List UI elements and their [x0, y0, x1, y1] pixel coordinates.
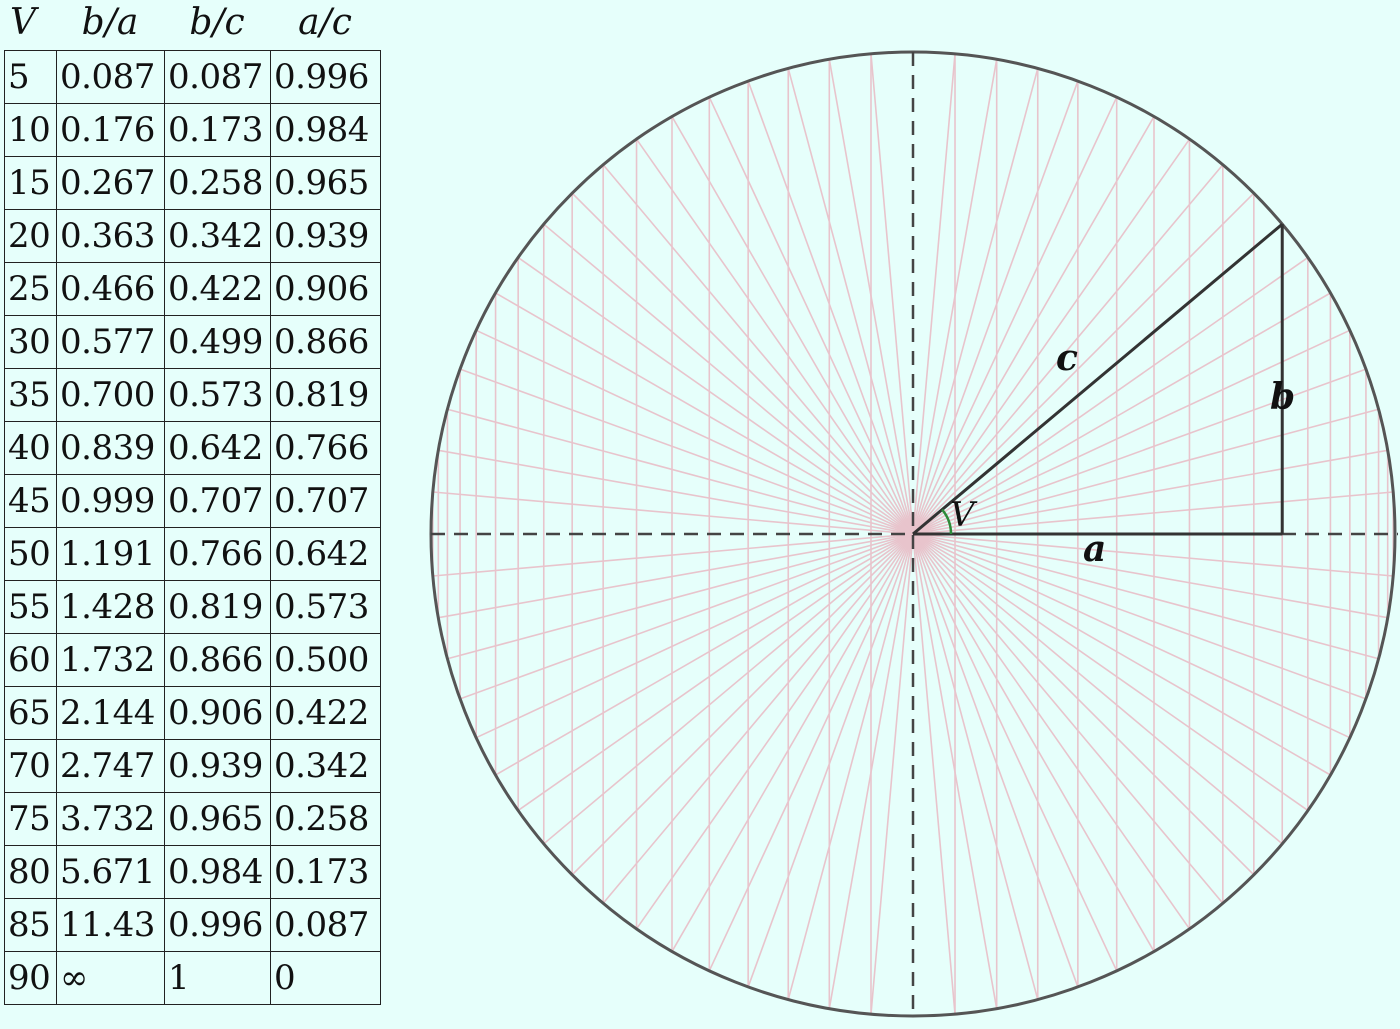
table-cell: 0.819 — [164, 580, 271, 634]
table-cell: 0.573 — [164, 368, 271, 422]
table-cell: 0.906 — [270, 262, 381, 316]
header-b-over-a: b/a — [81, 2, 139, 43]
table-cell: 65 — [4, 686, 57, 740]
table-cell: 11.43 — [56, 898, 165, 952]
table-cell: 20 — [4, 209, 57, 263]
table-cell: 0.577 — [56, 315, 165, 369]
table-cell: 5.671 — [56, 845, 165, 899]
table-cell: 0.267 — [56, 156, 165, 210]
table-cell: 0.258 — [164, 156, 271, 210]
table-cell: 0.087 — [56, 50, 165, 104]
table-cell: 0.363 — [56, 209, 165, 263]
right-triangle — [912, 223, 1284, 536]
table-cell: 0.839 — [56, 421, 165, 475]
table-cell: 0.866 — [270, 315, 381, 369]
table-cell: 0.996 — [164, 898, 271, 952]
table-cell: 1.732 — [56, 633, 165, 687]
table-cell: 0.500 — [270, 633, 381, 687]
angle-arc — [941, 508, 953, 535]
table-cell: 50 — [4, 527, 57, 581]
table-cell: 0.087 — [164, 50, 271, 104]
table-cell: 2.144 — [56, 686, 165, 740]
table-cell: 1.191 — [56, 527, 165, 581]
table-cell: 0.342 — [270, 739, 381, 793]
table-cell: 0.342 — [164, 209, 271, 263]
table-cell: 1 — [164, 951, 271, 1005]
table-cell: 0.984 — [270, 103, 381, 157]
table-cell: 75 — [4, 792, 57, 846]
table-cell: 0.087 — [270, 898, 381, 952]
table-cell: 90 — [4, 951, 57, 1005]
table-cell: 0.984 — [164, 845, 271, 899]
table-cell: 0.766 — [270, 421, 381, 475]
table-cell: 0.939 — [270, 209, 381, 263]
table-cell: 0.819 — [270, 368, 381, 422]
table-cell: 0.573 — [270, 580, 381, 634]
table-cell: 25 — [4, 262, 57, 316]
header-b-over-c: b/c — [189, 2, 245, 43]
table-cell: 0.700 — [56, 368, 165, 422]
table-cell: 0.642 — [270, 527, 381, 581]
table-cell: 0.466 — [56, 262, 165, 316]
table-cell: 0.996 — [270, 50, 381, 104]
table-cell: 3.732 — [56, 792, 165, 846]
table-cell: 0.173 — [164, 103, 271, 157]
table-cell: 0.499 — [164, 315, 271, 369]
table-cell: 0.707 — [270, 474, 381, 528]
table-cell: 0.906 — [164, 686, 271, 740]
hypotenuse-line — [912, 223, 1284, 536]
table-cell: 0.173 — [270, 845, 381, 899]
table-cell: 0.422 — [270, 686, 381, 740]
header-a-over-c: a/c — [298, 2, 352, 43]
table-cell: 0.176 — [56, 103, 165, 157]
table-cell: 85 — [4, 898, 57, 952]
table-header: V b/a b/c a/c — [4, 0, 380, 50]
table-cell: 30 — [4, 315, 57, 369]
adjacent-label: a — [1083, 528, 1106, 570]
hypotenuse-label: c — [1056, 337, 1078, 379]
table-cell: 70 — [4, 739, 57, 793]
table-cell: 0 — [270, 951, 381, 1005]
table-cell: 60 — [4, 633, 57, 687]
table-cell: ∞ — [56, 951, 165, 1005]
opposite-label: b — [1270, 376, 1295, 418]
angle-label: V — [950, 495, 978, 535]
table-cell: 0.642 — [164, 421, 271, 475]
table-cell: 0.939 — [164, 739, 271, 793]
header-angle: V — [10, 2, 36, 43]
table-cell: 0.965 — [270, 156, 381, 210]
table-cell: 0.766 — [164, 527, 271, 581]
table-cell: 0.866 — [164, 633, 271, 687]
